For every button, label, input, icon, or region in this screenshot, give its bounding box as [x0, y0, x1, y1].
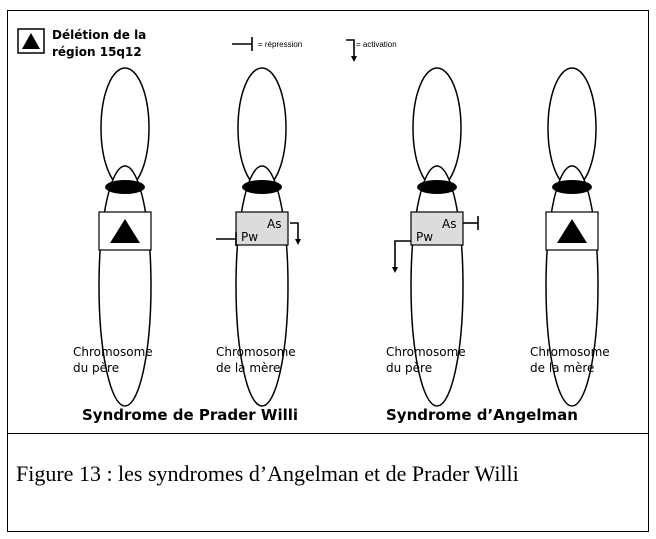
- legend-deletion: Délétion de la région 15q12: [18, 28, 146, 59]
- legend-repression: = répression: [232, 37, 302, 51]
- chromosome-3-label-line1: Chromosome: [386, 345, 466, 359]
- legend-activation: = activation: [346, 40, 397, 62]
- chromosome-2-pw-label: Pw: [241, 230, 258, 244]
- chromosome-2-centromere: [242, 180, 282, 194]
- chromosome-4-label-line1: Chromosome: [530, 345, 610, 359]
- chromosome-1-label-line1: Chromosome: [73, 345, 153, 359]
- chromosome-3-centromere: [417, 180, 457, 194]
- chromosome-2-as-label: As: [267, 217, 281, 231]
- chromosome-4-centromere: [552, 180, 592, 194]
- legend-activation-label: = activation: [356, 40, 397, 49]
- as-activation-arrow-icon: [295, 239, 301, 245]
- syndrome-angelman-title: Syndrome d’Angelman: [386, 406, 578, 424]
- figure-caption: Figure 13 : les syndromes d’Angelman et …: [16, 460, 616, 487]
- pw-activation-arrow-icon: [392, 267, 398, 273]
- chromosome-4-label-line2: de la mère: [530, 361, 594, 375]
- legend-deletion-line2: région 15q12: [52, 45, 142, 59]
- legend-repression-label: = répression: [258, 40, 302, 49]
- activation-arrow-icon: [351, 56, 357, 62]
- activation-line: [346, 40, 354, 58]
- chromosome-1-label-line2: du père: [73, 361, 119, 375]
- pw-activation-line: [395, 241, 411, 268]
- chromosome-3-pw-label: Pw: [416, 230, 433, 244]
- chromosome-2-label-line1: Chromosome: [216, 345, 296, 359]
- chromosome-1-centromere: [105, 180, 145, 194]
- chromosome-3-label-line2: du père: [386, 361, 432, 375]
- chromosome-2-label-line2: de la mère: [216, 361, 280, 375]
- syndrome-prader-willi-title: Syndrome de Prader Willi: [82, 406, 298, 424]
- as-activation-line: [290, 223, 298, 240]
- legend-deletion-line1: Délétion de la: [52, 28, 146, 42]
- chromosome-3-as-label: As: [442, 217, 456, 231]
